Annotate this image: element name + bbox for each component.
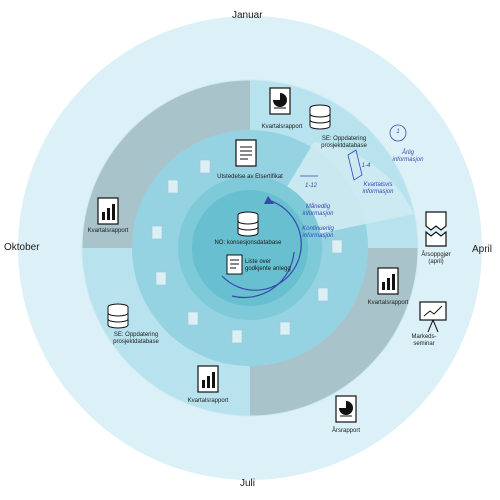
annual-marker: 1 [396, 129, 400, 135]
month-doc-icon [155, 271, 167, 286]
continuous-arrow-icon [221, 199, 302, 291]
annual-settlement-label: Årsoppgjør (april) [421, 252, 451, 265]
month-doc-icon [151, 225, 163, 240]
center-database-icon [237, 211, 259, 237]
continuous-arrow2-icon [231, 251, 295, 299]
approved-list-icon [226, 254, 243, 275]
concession-db-label: NO: konsesjonsdatabase [214, 240, 282, 246]
continuous-arrowhead-icon [264, 196, 274, 204]
month-label-july: Juli [240, 478, 256, 489]
q1-report-label: Kvartalsrapport [261, 124, 303, 130]
month-label-april: April [472, 244, 493, 255]
q3-report-icon [197, 365, 219, 393]
presentation-icon [419, 301, 447, 333]
quarterly-marker: 1-4 [361, 163, 371, 169]
q4-report-icon [97, 197, 119, 225]
q3-database-icon [107, 303, 129, 329]
q1-update-label: SE: Oppdatering prosjektdatabase [321, 136, 367, 149]
center-disc [192, 190, 308, 306]
month-doc-icon [199, 159, 211, 174]
month-doc-icon [231, 329, 243, 344]
month-doc-icon [167, 179, 179, 194]
el-certificate-icon [235, 139, 257, 167]
month-label-october: Oktober [4, 242, 40, 253]
q3-update-label: SE: Oppdatering prosjektdatabase [113, 332, 159, 345]
market-seminar-label: Markeds- seminar [411, 334, 437, 347]
q3-report-label: Kvartalsrapport [187, 398, 229, 404]
approved-list-label: Liste over godkjente anlegg [245, 259, 291, 272]
q2-report-label: Kvartalsrapport [367, 300, 409, 306]
month-doc-icon [279, 321, 291, 336]
continuous-info-label: Kontinuerlig informasjon [302, 226, 334, 239]
q1-database-icon [309, 104, 331, 130]
quarterly-marker-arc [347, 149, 363, 181]
el-certificate-label: Utstedelse av Elsertifikat [217, 174, 283, 180]
monthly-marker: 1-12 [304, 183, 318, 189]
month-doc-icon [331, 239, 343, 254]
monthly-info-label: Månedlig informasjon [302, 204, 334, 217]
monthly-documents [151, 159, 343, 344]
annual-report-icon [335, 395, 357, 423]
month-doc-icon [317, 287, 329, 302]
month-label-january: Januar [232, 10, 263, 21]
q2-report-icon [377, 267, 399, 295]
q1-report-icon [269, 87, 291, 115]
annual-marker-circle [389, 124, 407, 142]
q4-report-label: Kvartalsrapport [87, 228, 129, 234]
ring-inner-outline [81, 79, 419, 417]
annual-settlement-icon [425, 211, 447, 247]
month-doc-icon [187, 311, 199, 326]
annual-info-label: Årlig informasjon [392, 150, 424, 163]
annual-report-label: Årsrapport [331, 428, 361, 434]
quarterly-info-label: Kvartalsvis informasjon [362, 182, 394, 195]
